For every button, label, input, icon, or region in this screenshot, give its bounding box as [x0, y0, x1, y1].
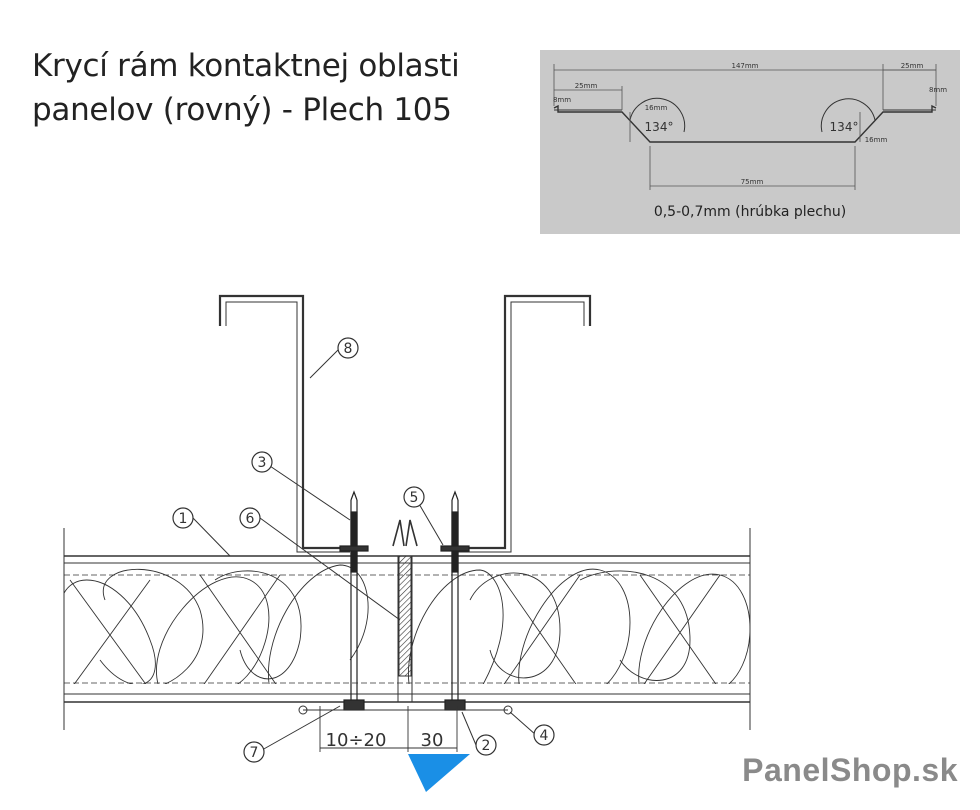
- title-line-1: Krycí rám kontaktnej oblasti: [32, 48, 460, 84]
- profile-cross-section: 147mm 25mm 25mm 8mm 8mm 16mm 16mm 75mm 1…: [540, 50, 960, 234]
- insulation-loops: [64, 564, 750, 684]
- profile-drawing: 147mm 25mm 25mm 8mm 8mm 16mm 16mm 75mm 1…: [553, 62, 947, 190]
- callout-8: 8: [337, 337, 359, 359]
- svg-text:5: 5: [410, 490, 419, 506]
- joint-seal: [398, 555, 412, 677]
- svg-text:6: 6: [246, 511, 255, 527]
- dim-gap-label: 10÷20: [326, 730, 387, 751]
- screw-left: [339, 490, 369, 711]
- dim-right-depth-label: 16mm: [865, 136, 888, 144]
- dim-offset-label: 30: [421, 730, 444, 751]
- callout-1: 1: [172, 507, 194, 529]
- callout-6: 6: [239, 507, 261, 529]
- dim-left-hem-label: 8mm: [553, 96, 571, 104]
- technical-drawing: 10÷20 30 8 3 5 1 6 7 2 4: [63, 294, 751, 792]
- page-title: Krycí rám kontaktnej oblasti panelov (ro…: [32, 44, 522, 132]
- cover-frame: [218, 294, 592, 553]
- callout-3: 3: [251, 451, 273, 473]
- dim-left-flange-label: 25mm: [575, 82, 598, 90]
- svg-text:2: 2: [482, 738, 491, 754]
- profile-outline: [553, 104, 937, 143]
- angle-left-label: 134°: [645, 120, 674, 134]
- svg-text:1: 1: [179, 511, 188, 527]
- blue-arrow-icon: [408, 754, 470, 792]
- svg-text:4: 4: [540, 728, 549, 744]
- svg-text:8: 8: [344, 341, 353, 357]
- brand-logo: PanelShop.sk: [742, 752, 958, 788]
- svg-text:3: 3: [258, 455, 267, 471]
- title-line-2: panelov (rovný) - Plech 105: [32, 92, 452, 128]
- callout-4: 4: [533, 724, 555, 746]
- callouts: 8 3 5 1 6 7 2 4: [172, 337, 555, 763]
- callout-7: 7: [243, 741, 265, 763]
- dim-left-depth-label: 16mm: [645, 104, 668, 112]
- dim-right-flange-label: 25mm: [901, 62, 924, 70]
- dim-total-label: 147mm: [732, 62, 759, 70]
- thickness-note: 0,5-0,7mm (hrúbka plechu): [653, 204, 847, 220]
- screw-right: [440, 490, 470, 711]
- dim-bottom-label: 75mm: [741, 178, 764, 186]
- svg-text:7: 7: [250, 745, 259, 761]
- dim-right-hem-label: 8mm: [929, 86, 947, 94]
- angle-right-label: 134°: [830, 120, 859, 134]
- callout-2: 2: [475, 734, 497, 756]
- callout-5: 5: [403, 486, 425, 508]
